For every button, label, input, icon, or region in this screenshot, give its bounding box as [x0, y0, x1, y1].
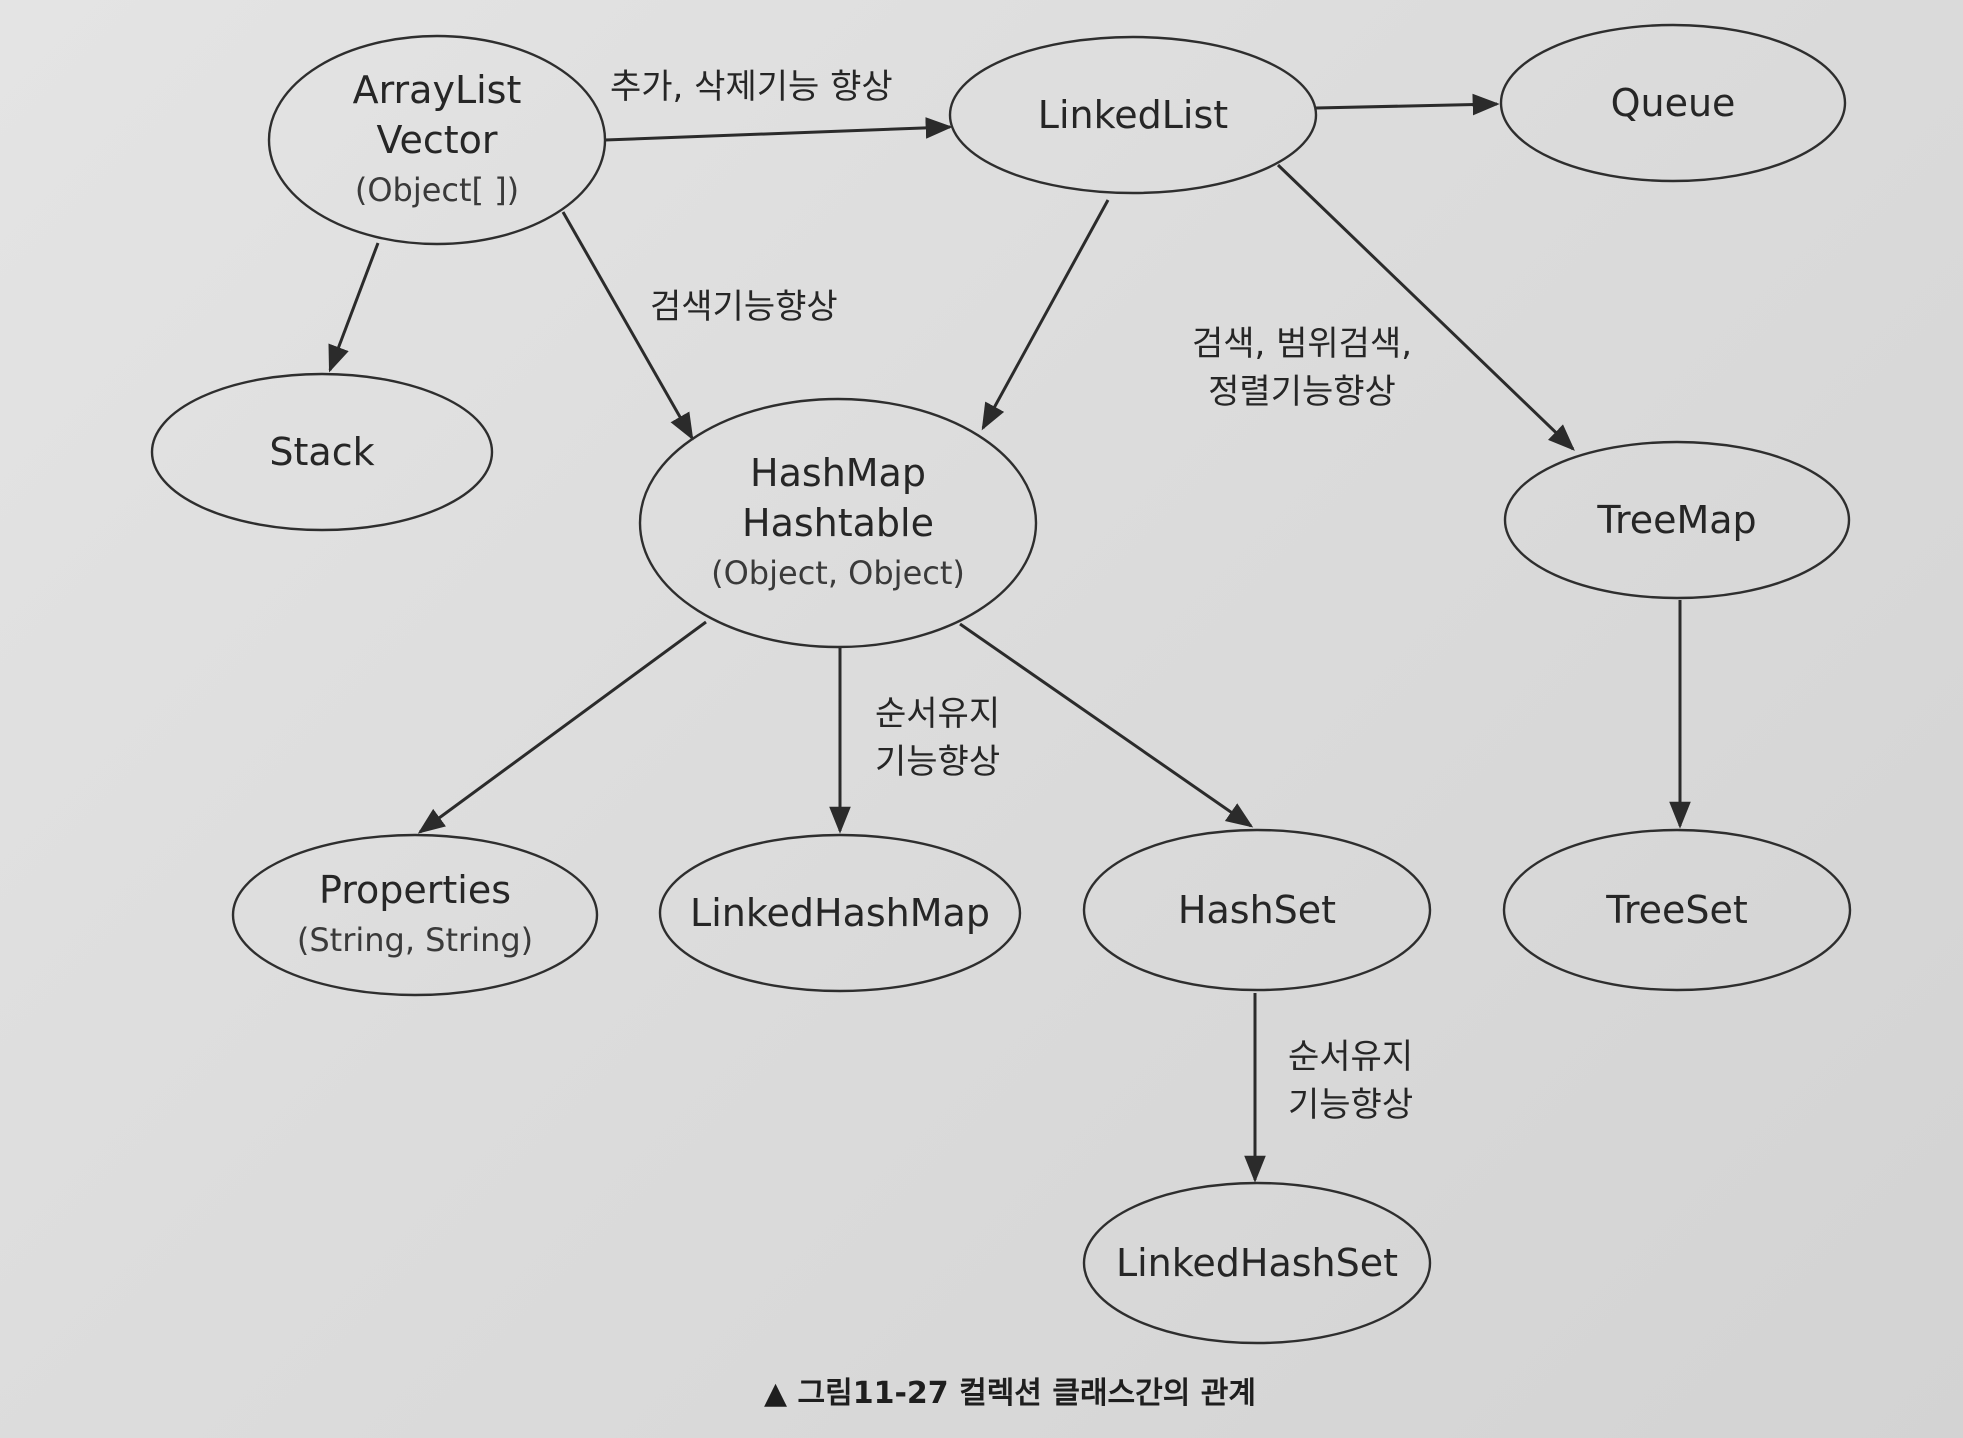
node-ellipse-linkedlist — [948, 35, 1318, 195]
edge-arraylist-linkedlist — [604, 117, 953, 142]
node-sublabel-properties: (String, String) — [297, 921, 533, 959]
node-ellipse-treeset — [1502, 828, 1852, 992]
edge-arraylist-stack — [328, 242, 380, 373]
edge-linkedlist-queue — [1315, 93, 1500, 116]
node-sublabel-hashmap: (Object, Object) — [711, 554, 965, 592]
node-label-treeset: TreeSet — [1605, 888, 1748, 932]
node-ellipse-hashset — [1082, 828, 1432, 992]
node-label-hashset: HashSet — [1178, 888, 1336, 932]
node-label-properties: Properties — [319, 868, 511, 912]
node-label-arraylist: ArrayList — [353, 68, 522, 112]
edge-label-hashmap-linkedhashmap: 순서유지 — [875, 694, 1000, 734]
edge-label-linkedlist-treemap: 검색, 범위검색, — [1192, 324, 1412, 364]
edge-hashmap-hashset — [959, 622, 1254, 828]
caption-layer: ▲ 그림11-27 컬렉션 클래스간의 관계 — [764, 1376, 1256, 1411]
node-label-arraylist: Vector — [376, 118, 497, 162]
edge-label-hashmap-linkedhashmap: 기능향상 — [875, 742, 1000, 782]
edge-label-linkedlist-treemap: 정렬기능향상 — [1208, 372, 1396, 412]
node-ellipse-stack — [150, 372, 494, 532]
node-label-linkedhashmap: LinkedHashMap — [690, 891, 990, 935]
node-treemap: TreeMap — [1503, 440, 1851, 600]
edge-arraylist-hashmap — [561, 211, 694, 441]
node-ellipse-hashmap — [638, 397, 1038, 649]
edge-linkedlist-treemap — [1276, 163, 1575, 451]
node-queue: Queue — [1499, 23, 1847, 183]
edge-label-arraylist-linkedlist: 추가, 삭제기능 향상 — [610, 67, 893, 107]
edge-label-arraylist-hashmap: 검색기능향상 — [650, 287, 838, 327]
node-label-queue: Queue — [1611, 81, 1736, 125]
node-label-treemap: TreeMap — [1596, 498, 1756, 542]
node-label-hashmap: HashMap — [750, 451, 926, 495]
node-ellipse-queue — [1499, 23, 1847, 183]
node-ellipse-linkedhashmap — [658, 833, 1022, 993]
node-label-linkedhashset: LinkedHashSet — [1116, 1241, 1398, 1285]
edge-label-hashset-linkedhashset: 기능향상 — [1288, 1085, 1413, 1125]
node-label-linkedlist: LinkedList — [1038, 93, 1228, 137]
node-ellipse-arraylist — [267, 34, 607, 246]
node-label-hashmap: Hashtable — [742, 501, 934, 545]
figure-caption: ▲ 그림11-27 컬렉션 클래스간의 관계 — [764, 1376, 1256, 1411]
node-linkedhashmap: LinkedHashMap — [658, 833, 1022, 993]
node-ellipse-linkedhashset — [1082, 1181, 1432, 1345]
edge-label-hashset-linkedhashset: 순서유지 — [1288, 1037, 1413, 1077]
node-ellipse-properties — [231, 833, 599, 997]
node-ellipse-treemap — [1503, 440, 1851, 600]
edge-linkedlist-hashmap — [981, 199, 1110, 431]
node-stack: Stack — [150, 372, 494, 532]
node-linkedlist: LinkedList — [948, 35, 1318, 195]
node-treeset: TreeSet — [1502, 828, 1852, 992]
node-label-stack: Stack — [269, 430, 374, 474]
node-sublabel-arraylist: (Object[ ]) — [355, 171, 519, 209]
node-linkedhashset: LinkedHashSet — [1082, 1181, 1432, 1345]
node-hashset: HashSet — [1082, 828, 1432, 992]
node-properties: Properties (String, String) — [231, 833, 599, 997]
edge-hashmap-properties — [417, 620, 707, 834]
